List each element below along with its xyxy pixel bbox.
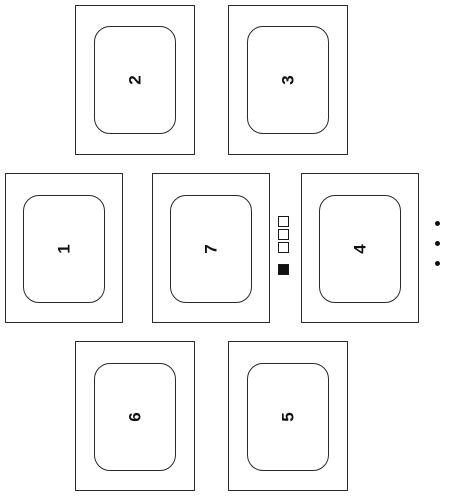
slot-indicator-box bbox=[278, 216, 289, 227]
tray-4-label: 4 bbox=[350, 244, 370, 254]
tray-5-label: 5 bbox=[278, 412, 298, 422]
tray-7-label: 7 bbox=[201, 244, 221, 254]
tray-6[interactable]: 6 bbox=[75, 341, 195, 491]
slot-indicator-box bbox=[278, 242, 289, 253]
tray-6-label: 6 bbox=[125, 412, 145, 422]
tray-1-label: 1 bbox=[54, 244, 74, 254]
slot-indicator-box bbox=[278, 229, 289, 240]
tray-2-well: 2 bbox=[94, 26, 176, 134]
tray-3-label: 3 bbox=[278, 75, 298, 85]
ellipsis-dot bbox=[435, 221, 440, 226]
tray-3-well: 3 bbox=[247, 26, 329, 134]
tray-1-well: 1 bbox=[23, 195, 105, 303]
vertical-ellipsis-icon[interactable] bbox=[435, 221, 443, 271]
tray-2[interactable]: 2 bbox=[75, 5, 195, 155]
tray-4[interactable]: 4 bbox=[301, 173, 419, 323]
tray-1[interactable]: 1 bbox=[5, 173, 123, 323]
tray-7[interactable]: 7 bbox=[152, 173, 270, 323]
tray-4-well: 4 bbox=[319, 195, 401, 303]
ellipsis-dot bbox=[435, 261, 440, 266]
slot-indicator bbox=[278, 216, 290, 278]
tray-6-well: 6 bbox=[94, 363, 176, 471]
tray-3[interactable]: 3 bbox=[228, 5, 348, 155]
tray-5-well: 5 bbox=[247, 363, 329, 471]
tray-7-well: 7 bbox=[170, 195, 252, 303]
ellipsis-dot bbox=[435, 241, 440, 246]
tray-5[interactable]: 5 bbox=[228, 341, 348, 491]
tray-2-label: 2 bbox=[125, 75, 145, 85]
slot-indicator-box-filled bbox=[278, 264, 289, 275]
